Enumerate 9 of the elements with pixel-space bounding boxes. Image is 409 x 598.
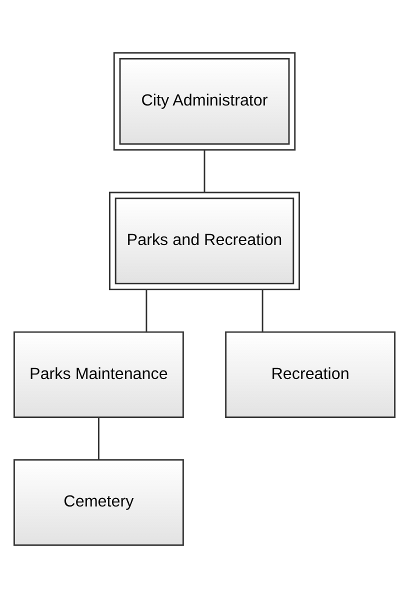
node-box: Cemetery [13,459,184,546]
node-box: Parks Maintenance [13,331,184,418]
connector [146,290,148,332]
node-box: Recreation [225,331,396,418]
node-box: Parks and Recreation [109,192,300,290]
connector [262,290,264,332]
connector [98,418,100,460]
connector [204,150,206,192]
node-box: City Administrator [113,52,296,151]
